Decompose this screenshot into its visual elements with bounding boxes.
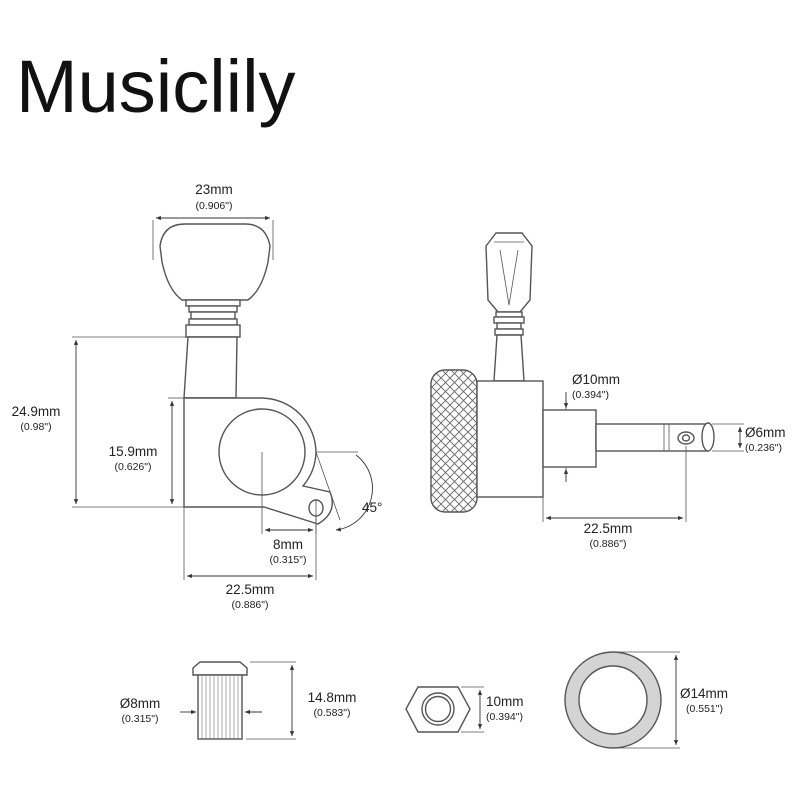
post-diameter-mm: Ø6mm: [745, 425, 786, 440]
threaded-bushing: [197, 674, 243, 740]
shaft-diameter-inch: (0.394"): [572, 389, 609, 401]
post-length-mm: 22.5mm: [584, 521, 633, 536]
side-housing: [476, 380, 544, 498]
hex-nut-size-mm: 10mm: [486, 694, 524, 709]
bushing-diameter-inch: (0.315"): [122, 713, 159, 725]
total-height-inch: (0.98"): [20, 421, 51, 433]
body-height-mm: 15.9mm: [109, 444, 158, 459]
body-height-inch: (0.626"): [115, 461, 152, 473]
knurled-gear: [430, 369, 478, 513]
post-diameter-inch: (0.236"): [745, 442, 782, 454]
side-button: [485, 232, 533, 313]
body-length-mm: 22.5mm: [226, 582, 275, 597]
hex-nut: 10mm (0.394"): [405, 686, 524, 733]
hex-nut-size-inch: (0.394"): [486, 711, 523, 723]
total-height-mm: 24.9mm: [12, 404, 61, 419]
washer-diameter-mm: Ø14mm: [680, 686, 728, 701]
tuner-shaft: [183, 336, 238, 399]
side-view: Ø10mm (0.394") Ø6mm (0.236") 22.5mm (0.8…: [430, 232, 786, 550]
hole-offset-mm: 8mm: [273, 537, 303, 552]
body-length-inch: (0.886"): [232, 599, 269, 611]
button-width-inch: (0.906"): [196, 200, 233, 212]
brand-title: Musiclily: [16, 45, 296, 128]
bushing: Ø8mm (0.315") 14.8mm (0.583"): [120, 661, 357, 740]
bushing-height-mm: 14.8mm: [308, 690, 357, 705]
tuner-button: [159, 223, 271, 301]
washer-diameter-inch: (0.551"): [686, 703, 723, 715]
side-shaft: [542, 409, 597, 468]
angle-label: 45°: [362, 500, 382, 515]
post-length-inch: (0.886"): [590, 538, 627, 550]
washer: Ø14mm (0.551"): [564, 651, 728, 749]
button-collar: [185, 299, 241, 307]
shaft-diameter-mm: Ø10mm: [572, 372, 620, 387]
bushing-diameter-mm: Ø8mm: [120, 696, 161, 711]
button-width-mm: 23mm: [195, 182, 233, 197]
hole-offset-inch: (0.315"): [270, 554, 307, 566]
front-view: 23mm (0.906") 24.9mm (0.98") 15.9mm (0.6…: [12, 182, 383, 611]
bushing-height-inch: (0.583"): [314, 707, 351, 719]
